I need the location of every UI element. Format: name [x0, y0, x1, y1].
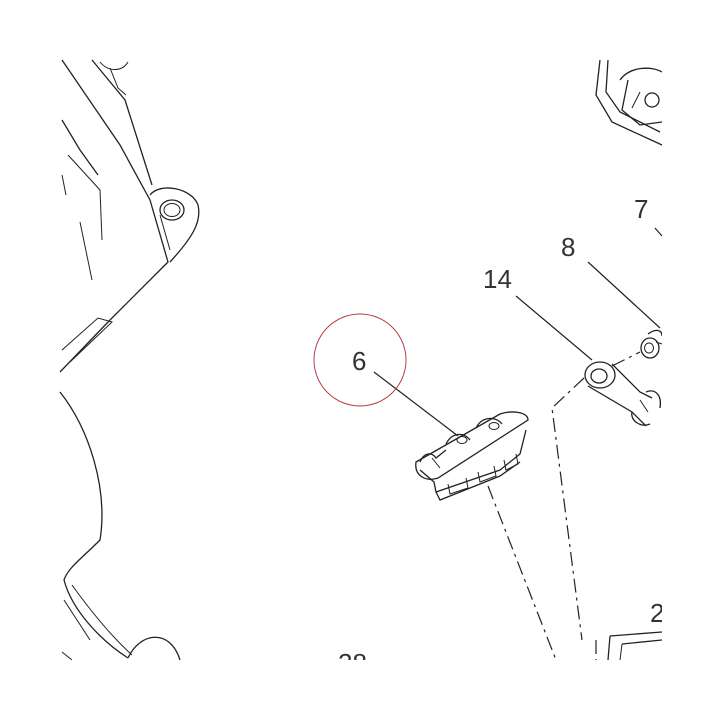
- label-part-14: 14: [483, 264, 512, 294]
- label-part-8: 8: [561, 232, 575, 262]
- frame-mask-bottom: [0, 660, 720, 720]
- part-6-connector: [415, 411, 529, 501]
- lower-right-bracket: [607, 631, 663, 661]
- part-14-ring-terminal: [584, 361, 662, 427]
- frame-mask-right: [662, 0, 720, 720]
- top-right-bracket: [595, 59, 663, 146]
- part-8-washer: [640, 329, 663, 359]
- label-part-2: 2: [650, 598, 664, 628]
- leader-lines: [373, 227, 663, 437]
- assembly-centerlines: [487, 351, 641, 661]
- label-part-7: 7: [634, 194, 648, 224]
- callout-labels: 6 7 8 14 2 28: [338, 194, 664, 678]
- label-part-6: 6: [352, 346, 366, 376]
- callout-highlight-ring: [313, 313, 407, 407]
- left-housing: [59, 59, 200, 661]
